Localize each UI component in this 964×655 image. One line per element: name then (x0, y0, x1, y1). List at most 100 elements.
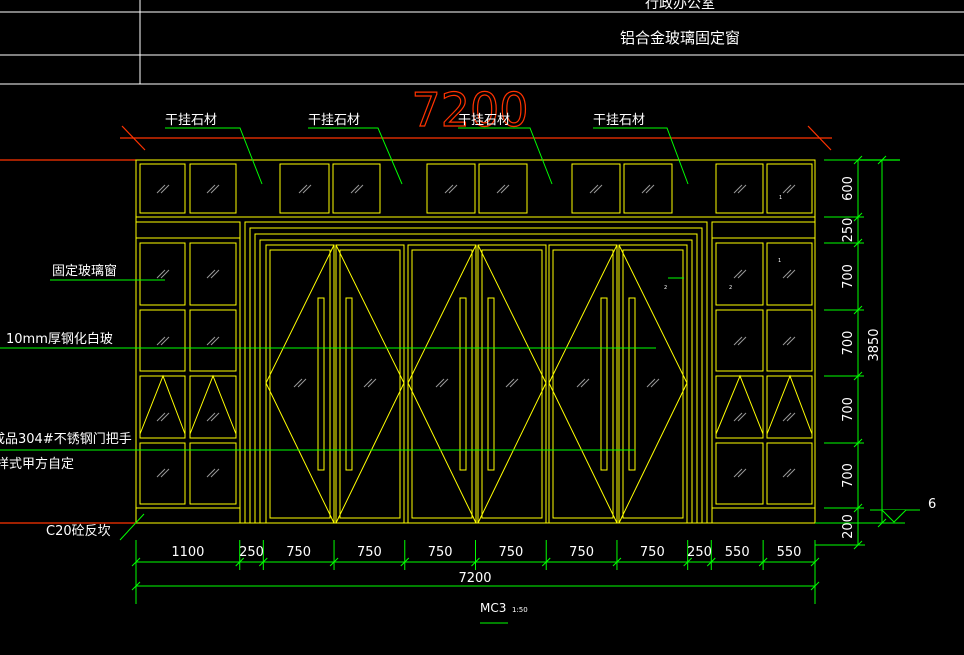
right-dim-value: 700 (841, 264, 856, 289)
label-fixed-glass: 固定玻璃窗 (52, 263, 117, 279)
hatch-line (350, 184, 360, 194)
hatch-line (733, 184, 743, 194)
dim-slash (853, 371, 863, 381)
hatch-line (786, 184, 796, 194)
dim-slash (853, 503, 863, 513)
dim-slash (810, 581, 820, 591)
right-total-dim: 3850 (867, 328, 882, 361)
right-dim-value: 250 (841, 218, 856, 243)
dim-slash (853, 540, 863, 550)
label-handle-line1: 成品304#不锈钢门把手 (0, 432, 132, 447)
bottom-dim-value: 750 (357, 545, 382, 560)
dim-slash (541, 557, 551, 567)
hatch-line (206, 184, 216, 194)
hatch-line (737, 269, 747, 279)
dim-slash (877, 518, 887, 528)
hatch-line (496, 184, 506, 194)
hatch-line (435, 378, 445, 388)
level-mark: 6 (928, 497, 936, 512)
hatch-line (354, 184, 364, 194)
bottom-dim-value: 750 (569, 545, 594, 560)
hatch-line (650, 378, 660, 388)
hatch-line (786, 468, 796, 478)
hatch-line (444, 184, 454, 194)
hatch-line (210, 269, 220, 279)
top-dim-line (0, 125, 900, 524)
hatch-line (580, 378, 590, 388)
hatch-line (206, 269, 216, 279)
hatch-line (156, 184, 166, 194)
right-dim-value: 200 (841, 514, 856, 539)
hatch-line (646, 378, 656, 388)
hatch-line (782, 336, 792, 346)
hatch-line (156, 468, 166, 478)
hatch-line (641, 184, 651, 194)
hatch-line (509, 378, 519, 388)
title-row1: 行政办公室 (645, 0, 715, 12)
right-dim-value: 700 (841, 397, 856, 422)
small-mark-1: 2 (664, 285, 667, 291)
window-elevation (135, 159, 816, 524)
hatch-line (210, 468, 220, 478)
right-dim-value: 600 (841, 176, 856, 201)
dim-slash (853, 238, 863, 248)
hatch-line (210, 336, 220, 346)
right-dimensions (815, 155, 920, 550)
title-block (0, 0, 964, 85)
label-tempered-glass: 10mm厚钢化白玻 (6, 331, 113, 347)
label-handle-line2: 样式甲方自定 (0, 456, 74, 472)
hatch-line (733, 269, 743, 279)
dim-slash (706, 557, 716, 567)
bottom-dim-value: 750 (286, 545, 311, 560)
dim-slash (758, 557, 768, 567)
hatch-line (593, 184, 603, 194)
hatch-line (645, 184, 655, 194)
hatch-line (786, 336, 796, 346)
hatch-line (302, 184, 312, 194)
hatch-line (786, 269, 796, 279)
hatch-line (782, 468, 792, 478)
bottom-dimensions (131, 540, 820, 604)
drawing-name: MC3 (480, 601, 506, 615)
bottom-total-dim: 7200 (458, 571, 491, 586)
dim-slash (853, 155, 863, 165)
label-concrete: C20砼反坎 (46, 524, 111, 539)
hatch-line (160, 412, 170, 422)
hatch-line (297, 378, 307, 388)
hatch-line (367, 378, 377, 388)
hatch-line (160, 184, 170, 194)
hatch-line (786, 412, 796, 422)
dim-slash (853, 212, 863, 222)
bottom-dim-value: 1100 (171, 545, 204, 560)
small-mark-2: 2 (729, 285, 732, 291)
hatch-line (156, 336, 166, 346)
dim-slash (235, 557, 245, 567)
right-dim-value: 700 (841, 331, 856, 356)
hatch-line (156, 269, 166, 279)
dim-slash (258, 557, 268, 567)
right-dim-value: 700 (841, 463, 856, 488)
hatch-line (505, 378, 515, 388)
hatch-line (737, 412, 747, 422)
drawing-scale: 1:50 (512, 606, 528, 614)
label-stone-2: 干挂石材 (308, 113, 360, 128)
hatch-line (160, 269, 170, 279)
glass-hatch (156, 184, 796, 478)
title-row2: 铝合金玻璃固定窗 (620, 29, 740, 47)
hatch-line (210, 412, 220, 422)
hatch-line (737, 468, 747, 478)
hatch-line (782, 269, 792, 279)
hatch-line (206, 336, 216, 346)
hatch-line (293, 378, 303, 388)
hatch-line (363, 378, 373, 388)
dim-slash (131, 581, 141, 591)
dim-slash (612, 557, 622, 567)
hatch-line (589, 184, 599, 194)
dim-slash (471, 557, 480, 567)
hatch-line (206, 412, 216, 422)
hatch-line (737, 336, 747, 346)
small-mark-3: 1 (778, 258, 781, 264)
dim-slash (877, 155, 887, 165)
